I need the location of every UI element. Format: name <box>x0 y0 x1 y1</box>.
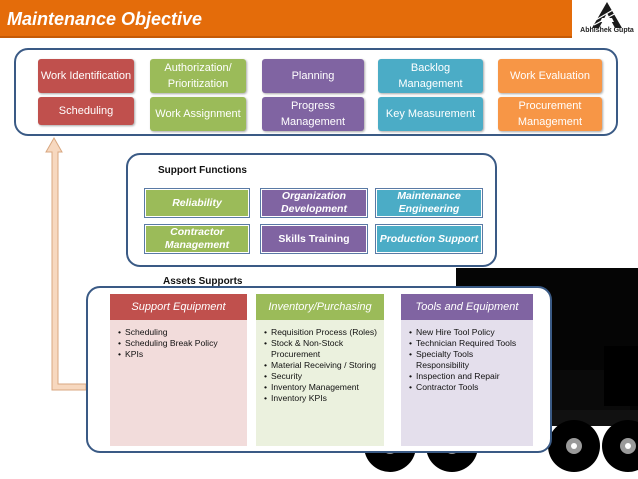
list-item: Contractor Tools <box>409 382 527 393</box>
objective-work-evaluation: Work Evaluation <box>498 59 602 93</box>
objective-procurement-management: Procurement Management <box>498 97 602 131</box>
list-item: Material Receiving / Storing <box>264 360 378 371</box>
objective-work-assignment: Work Assignment <box>150 97 246 131</box>
logo-text: Abhishek Gupta <box>580 27 634 34</box>
list-item: Requisition Process (Roles) <box>264 327 378 338</box>
objective-progress-management: Progress Management <box>262 97 364 131</box>
list-item: Inventory KPIs <box>264 393 378 404</box>
list-item: Scheduling Break Policy <box>118 338 241 349</box>
assets-column-heading: Tools and Equipment <box>401 294 533 320</box>
list-item: KPIs <box>118 349 241 360</box>
objective-backlog-management: Backlog Management <box>378 59 483 93</box>
assets-column-heading: Inventory/Purchasing <box>256 294 384 320</box>
assets-supports-label: Assets Supports <box>163 276 243 287</box>
logo: Abhishek Gupta <box>576 0 638 40</box>
list-item: Technician Required Tools <box>409 338 527 349</box>
assets-column-body: Scheduling Scheduling Break Policy KPIs <box>110 320 247 446</box>
assets-column-body: New Hire Tool Policy Technician Required… <box>401 320 533 446</box>
support-functions-label: Support Functions <box>158 165 247 176</box>
list-item: Security <box>264 371 378 382</box>
support-production-support: Production Support <box>376 225 482 253</box>
list-item: Inventory Management <box>264 382 378 393</box>
assets-column-heading: Support Equipment <box>110 294 247 320</box>
support-reliability: Reliability <box>145 189 249 217</box>
objective-scheduling: Scheduling <box>38 97 134 125</box>
list-item: Inspection and Repair <box>409 371 527 382</box>
slide-title: Maintenance Objective <box>0 0 572 38</box>
list-item: Specialty Tools Responsibility <box>409 349 527 370</box>
feedback-arrow <box>45 136 87 391</box>
objective-work-identification: Work Identification <box>38 59 134 93</box>
support-maintenance-engineering: Maintenance Engineering <box>376 189 482 217</box>
logo-mark-icon <box>592 2 622 28</box>
objective-key-measurement: Key Measurement <box>378 97 483 131</box>
assets-column-body: Requisition Process (Roles) Stock & Non-… <box>256 320 384 446</box>
objective-planning: Planning <box>262 59 364 93</box>
list-item: Scheduling <box>118 327 241 338</box>
list-item: Stock & Non-Stock Procurement <box>264 338 378 359</box>
support-contractor-management: Contractor Management <box>145 225 249 253</box>
list-item: New Hire Tool Policy <box>409 327 527 338</box>
support-skills-training: Skills Training <box>261 225 367 253</box>
support-organization-development: Organization Development <box>261 189 367 217</box>
objective-authorization-prioritization: Authorization/ Prioritization <box>150 59 246 93</box>
